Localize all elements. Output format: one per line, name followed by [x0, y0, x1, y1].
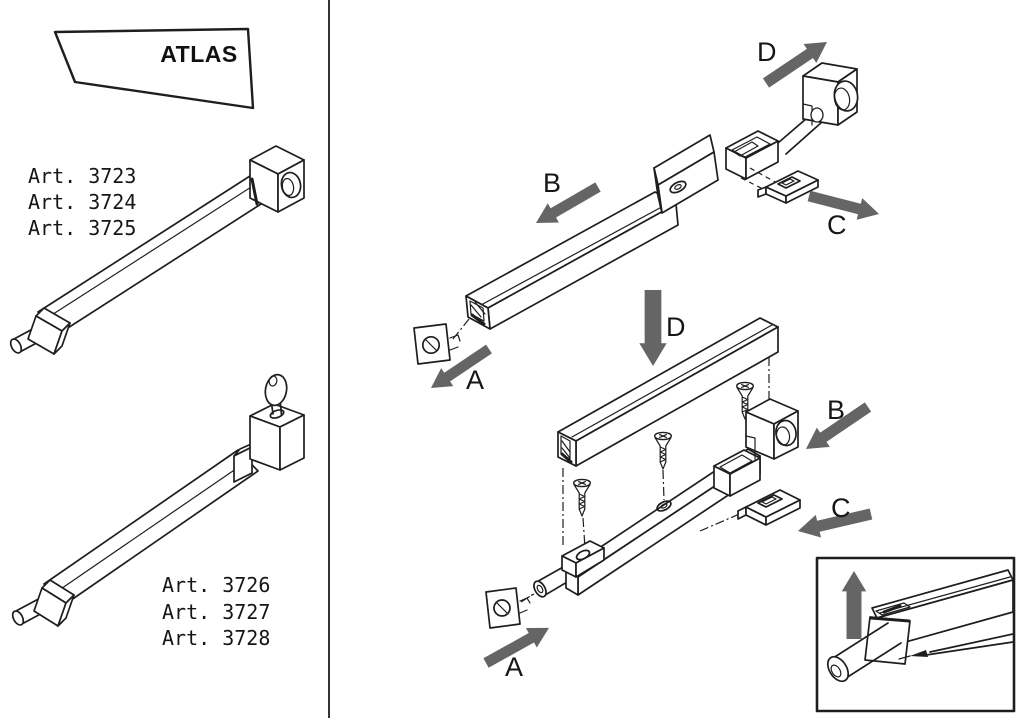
- clamp-collar: [725, 130, 779, 180]
- key-icon: [264, 373, 288, 416]
- bolt-end-detail: [826, 569, 1014, 683]
- step-label-b: B: [827, 395, 845, 425]
- article-line: Art. 3726: [162, 573, 270, 597]
- step-label-b: B: [543, 168, 561, 198]
- rod-end: [810, 107, 824, 123]
- article-line: Art. 3724: [28, 190, 136, 214]
- lock-body-foot: [233, 440, 259, 483]
- step-label-a: A: [505, 652, 523, 682]
- end-plate: [485, 587, 536, 629]
- exploded-view-upper: D B C A: [413, 32, 882, 397]
- plate-hole: [493, 599, 511, 617]
- pried-cap: [864, 616, 911, 665]
- screw-icon: [573, 478, 591, 517]
- lock-body: [249, 145, 305, 213]
- screw-hole: [656, 500, 672, 512]
- bolt-bar-assembly: [561, 448, 761, 596]
- step-label-d: D: [757, 37, 777, 67]
- logo-banner-shape: [53, 27, 255, 110]
- screw-icon: [654, 431, 672, 470]
- atlas-logo-banner: ATLAS: [53, 27, 255, 110]
- detail-inset: [815, 556, 1016, 713]
- end-cap: [33, 579, 75, 627]
- clamp-collar: [713, 449, 761, 497]
- arrow-b-icon: [530, 177, 604, 233]
- round-pin: [826, 622, 902, 683]
- housing-channel: [557, 317, 779, 545]
- lock-body: [745, 398, 799, 460]
- step-label-c: C: [827, 210, 847, 240]
- screwdriver-tip: [898, 633, 1014, 660]
- end-cap: [27, 307, 71, 355]
- mounting-tab: [561, 540, 605, 578]
- strike-keeper: [740, 167, 819, 204]
- article-line: Art. 3723: [28, 164, 136, 188]
- step-label-d: D: [666, 312, 686, 342]
- article-line: Art. 3727: [162, 600, 270, 624]
- retainer-clip: [519, 597, 531, 614]
- step-label-a: A: [466, 365, 484, 395]
- article-line: Art. 3728: [162, 626, 270, 650]
- article-line: Art. 3725: [28, 216, 136, 240]
- channel-bar: [465, 191, 679, 330]
- end-plate: [413, 318, 470, 365]
- retainer-clip: [449, 334, 461, 351]
- article-list-bottom: Art. 3726 Art. 3727 Art. 3728: [162, 573, 270, 650]
- strike-keeper: [699, 489, 801, 532]
- product-drawing-3723: [9, 145, 305, 355]
- atlas-logo-text: ATLAS: [160, 41, 237, 67]
- keyhole: [269, 409, 285, 419]
- screw-hole: [669, 180, 687, 194]
- exploded-view-lower: D: [480, 290, 875, 682]
- lock-body: [802, 62, 859, 126]
- slide-carrier: [653, 134, 719, 214]
- step-label-c: C: [831, 493, 851, 523]
- lock-body: [249, 403, 305, 471]
- article-list-top: Art. 3723 Art. 3724 Art. 3725: [28, 164, 136, 240]
- product-drawing-3726: [11, 373, 305, 627]
- plate-hole: [421, 335, 441, 355]
- arrow-d-icon: [639, 290, 667, 366]
- left-panel: ATLAS Art. 3723 Art. 3724 Art. 3725: [9, 27, 305, 650]
